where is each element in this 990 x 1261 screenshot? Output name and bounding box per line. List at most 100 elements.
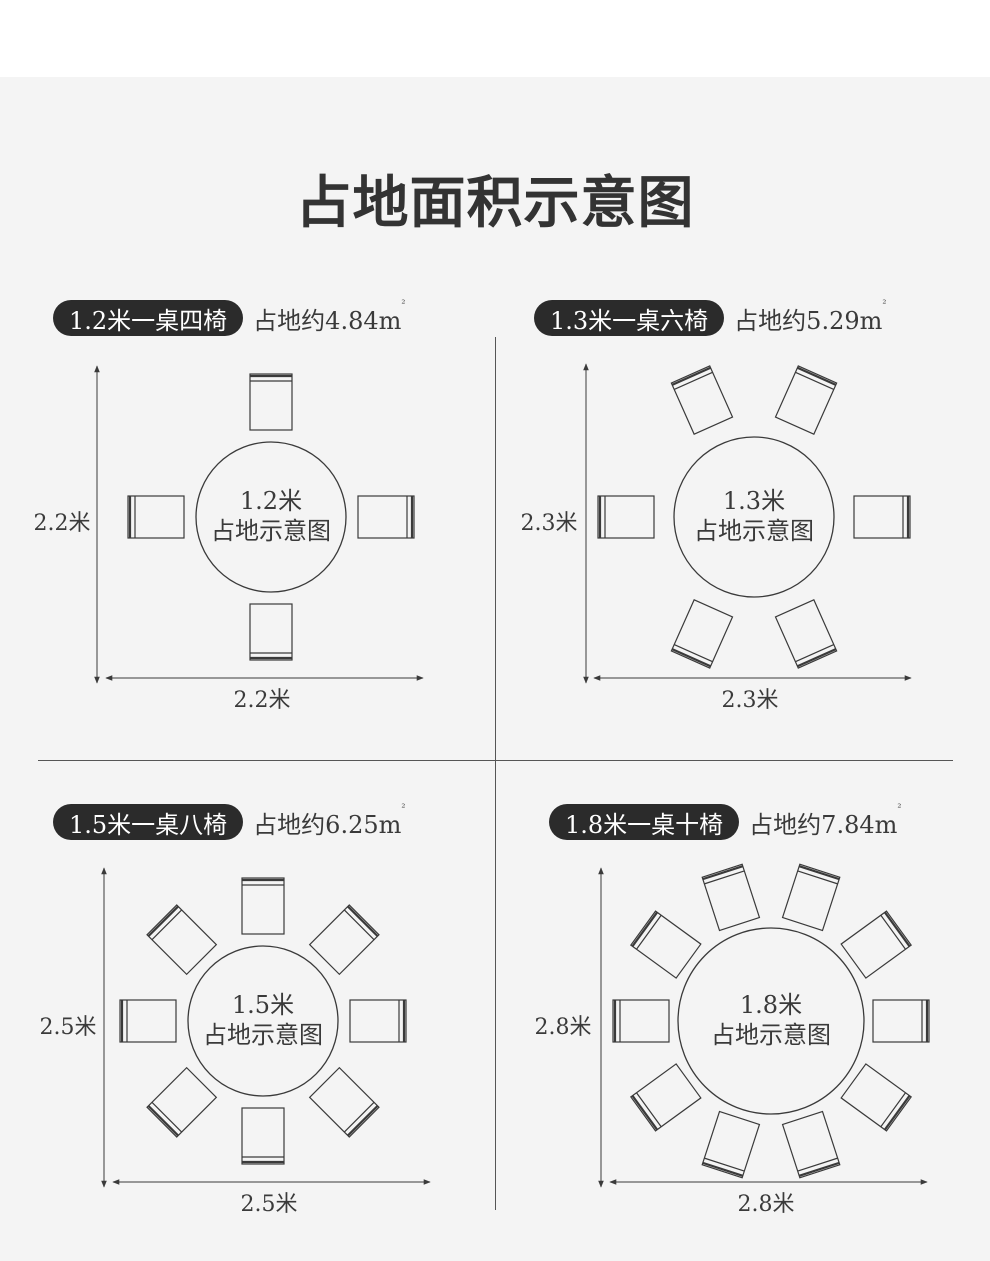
chair-backrest-edge [347, 905, 379, 937]
chair-backrest-edge [147, 905, 179, 937]
chair-4-2 [840, 910, 913, 979]
chair-seat [146, 1066, 218, 1138]
chair-backrest-edge [883, 1095, 911, 1131]
chair-seat [241, 877, 285, 935]
quadrant-1-area: 占地约4.84m² [253, 298, 406, 335]
chair-3-6 [146, 1066, 218, 1138]
chair-3-7 [119, 999, 177, 1043]
chair-backrest [795, 644, 835, 663]
chair-seat [597, 495, 655, 539]
chair-2-5 [597, 495, 655, 539]
page-title: 占地面积示意图 [295, 171, 695, 236]
chair-seat [840, 910, 913, 979]
chair-2-1 [774, 365, 838, 435]
table-circle-1 [195, 441, 347, 593]
chair-4-5 [781, 1110, 841, 1179]
chair-seat [872, 999, 930, 1043]
chair-backrest [673, 371, 713, 390]
chair-4-1 [781, 863, 841, 932]
chair-1-1 [249, 373, 293, 431]
chair-backrest-edge [631, 1095, 659, 1131]
chair-backrest [673, 644, 713, 663]
chair-backrest [704, 1157, 745, 1172]
chair-2-4 [670, 599, 734, 669]
chair-backrest [704, 870, 745, 885]
chair-seat [308, 904, 380, 976]
horizontal-dimension-label-2: 2.3米 [722, 688, 779, 713]
chair-3-8 [146, 904, 218, 976]
vertical-divider [495, 337, 496, 1210]
chair-4-9 [629, 910, 702, 979]
chair-seat [308, 1066, 380, 1138]
chair-backrest [795, 371, 835, 390]
chair-3-5 [241, 1107, 285, 1165]
chair-backrest [797, 1157, 838, 1172]
chair-seat [629, 1063, 702, 1132]
table-caption-4: 占地示意图 [711, 1021, 831, 1049]
chair-seat [774, 599, 838, 669]
vertical-dimension-label-3: 2.5米 [40, 1015, 97, 1040]
chair-seat [357, 495, 415, 539]
chair-seat [781, 1110, 841, 1179]
quadrant-1-pill: 1.2米一桌四椅 [53, 300, 244, 336]
chair-3-4 [308, 1066, 380, 1138]
chair-backrest-edge [702, 865, 744, 881]
horizontal-divider [38, 760, 953, 761]
chair-seat [670, 365, 734, 435]
quadrant-2-pill: 1.3米一桌六椅 [534, 300, 725, 336]
chair-4-6 [701, 1110, 761, 1179]
chair-backrest-edge [797, 648, 837, 668]
chair-seat [241, 1107, 285, 1165]
chair-backrest [880, 1092, 906, 1128]
quadrant-label-3: 1.5米一桌八椅 占地约6.25m² [53, 802, 406, 840]
chair-4-7 [629, 1063, 702, 1132]
chair-seat [629, 910, 702, 979]
table-size-4: 1.8米 [740, 991, 802, 1019]
chair-backrest [636, 1092, 662, 1128]
table-size-2: 1.3米 [723, 487, 785, 515]
chair-backrest [151, 1101, 183, 1133]
chair-seat [701, 863, 761, 932]
chair-backrest [636, 914, 662, 950]
chair-seat [127, 495, 185, 539]
vertical-dimension-label-1: 2.2米 [34, 511, 91, 536]
chair-seat [119, 999, 177, 1043]
chair-4-8 [612, 999, 670, 1043]
horizontal-dimension-label-3: 2.5米 [241, 1192, 298, 1217]
chair-1-4 [127, 495, 185, 539]
quadrant-4-pill: 1.8米一桌十椅 [549, 804, 740, 840]
chair-4-10 [701, 863, 761, 932]
quadrant-2-area: 占地约5.29m² [734, 298, 887, 335]
chair-backrest-edge [631, 911, 659, 947]
chair-backrest-edge [798, 865, 840, 881]
chair-seat [774, 365, 838, 435]
chair-backrest [343, 909, 375, 941]
quadrant-3-pill: 1.5米一桌八椅 [53, 804, 244, 840]
chair-seat [349, 999, 407, 1043]
table-caption-2: 占地示意图 [694, 517, 814, 545]
chair-4-4 [840, 1063, 913, 1132]
table-circle-2 [673, 436, 835, 598]
chair-seat [781, 863, 841, 932]
chair-seat [840, 1063, 913, 1132]
quadrant-4-area: 占地约7.84m² [749, 802, 902, 839]
chair-seat [612, 999, 670, 1043]
chair-1-3 [249, 603, 293, 661]
chair-backrest-edge [702, 1161, 744, 1177]
chair-seat [701, 1110, 761, 1179]
chair-backrest-edge [671, 366, 711, 386]
quadrant-label-4: 1.8米一桌十椅 占地约7.84m² [549, 802, 902, 840]
chair-2-6 [670, 365, 734, 435]
chair-seat [146, 904, 218, 976]
chair-backrest [151, 909, 183, 941]
chair-3-3 [349, 999, 407, 1043]
horizontal-dimension-label-4: 2.8米 [738, 1192, 795, 1217]
chair-backrest-edge [347, 1105, 379, 1137]
quadrant-3-area: 占地约6.25m² [253, 802, 406, 839]
chair-seat [853, 495, 911, 539]
quadrant-label-2: 1.3米一桌六椅 占地约5.29m² [534, 298, 887, 336]
